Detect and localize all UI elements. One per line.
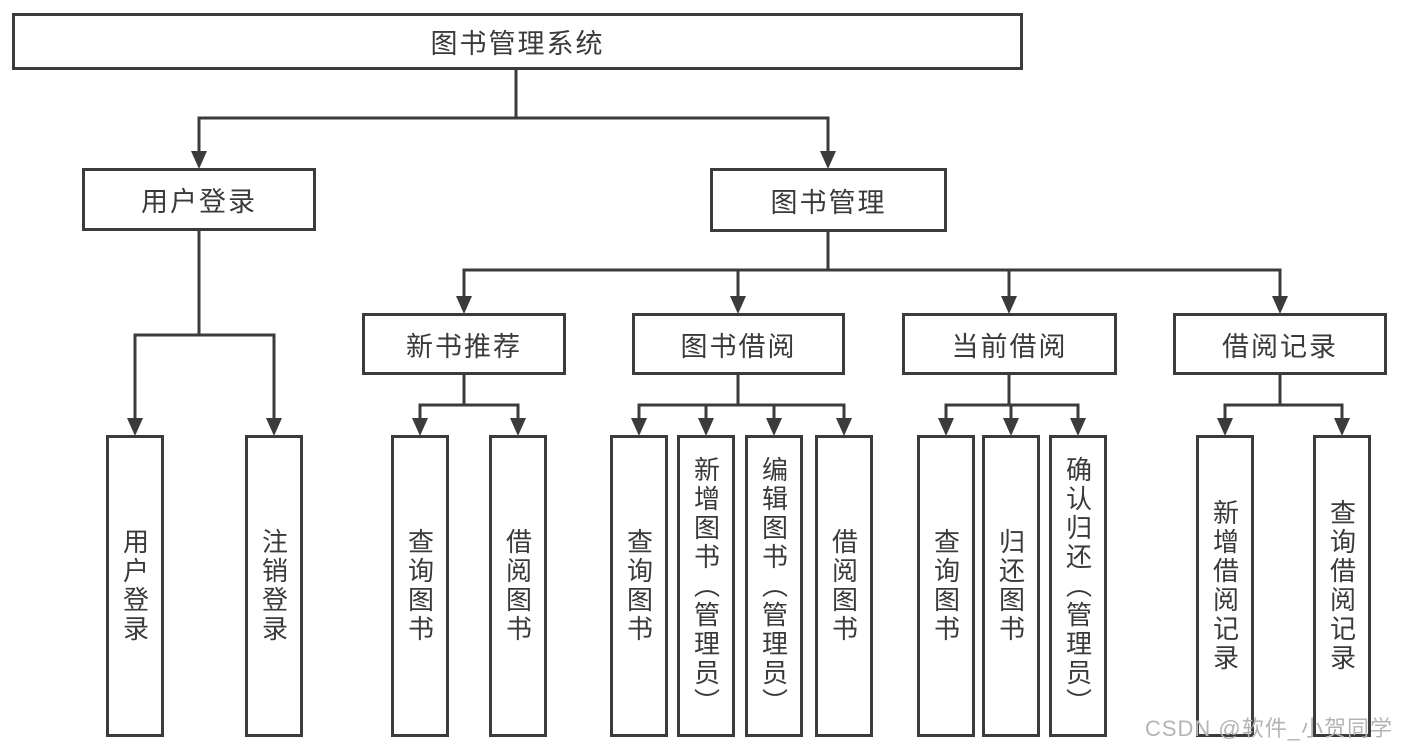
node-borrow-records-label: 借阅记录 <box>1222 331 1338 362</box>
leaf-query-books-3: 查询图书 <box>917 435 975 737</box>
node-book-borrow: 图书借阅 <box>632 313 845 375</box>
leaf-confirm-return-admin: 确认归还（管理员） <box>1049 435 1107 737</box>
node-book-mgmt: 图书管理 <box>710 168 947 232</box>
leaf-logout-label: 注销登录 <box>258 528 289 644</box>
leaf-add-borrow-record: 新增借阅记录 <box>1196 435 1254 737</box>
node-book-mgmt-label: 图书管理 <box>770 187 887 218</box>
leaf-borrow-books-2-label: 借阅图书 <box>828 528 859 644</box>
leaf-return-book-label: 归还图书 <box>995 528 1026 644</box>
node-borrow-records: 借阅记录 <box>1173 313 1387 375</box>
leaf-query-borrow-record: 查询借阅记录 <box>1313 435 1371 737</box>
leaf-user-login-label: 用户登录 <box>119 528 150 644</box>
node-new-book-rec: 新书推荐 <box>362 313 566 375</box>
node-current-borrow: 当前借阅 <box>902 313 1117 375</box>
leaf-borrow-books-1-label: 借阅图书 <box>502 528 533 644</box>
leaf-query-borrow-record-label: 查询借阅记录 <box>1326 499 1357 673</box>
leaf-query-books-3-label: 查询图书 <box>930 528 961 644</box>
leaf-add-book-admin: 新增图书（管理员） <box>677 435 735 737</box>
leaf-add-borrow-record-label: 新增借阅记录 <box>1209 499 1240 673</box>
leaf-query-books-1-label: 查询图书 <box>404 528 435 644</box>
leaf-borrow-books-1: 借阅图书 <box>489 435 547 737</box>
leaf-edit-book-admin-label: 编辑图书（管理员） <box>758 455 789 717</box>
leaf-query-books-2: 查询图书 <box>610 435 668 737</box>
node-user-login-label: 用户登录 <box>141 187 257 217</box>
node-book-borrow-label: 图书借阅 <box>680 331 797 362</box>
leaf-add-book-admin-label: 新增图书（管理员） <box>690 455 721 717</box>
leaf-confirm-return-admin-label: 确认归还（管理员） <box>1062 455 1093 717</box>
leaf-user-login: 用户登录 <box>106 435 164 737</box>
node-user-login: 用户登录 <box>82 168 316 231</box>
leaf-query-books-1: 查询图书 <box>391 435 449 737</box>
leaf-edit-book-admin: 编辑图书（管理员） <box>745 435 803 737</box>
node-root-label: 图书管理系统 <box>430 29 605 59</box>
node-root: 图书管理系统 <box>12 13 1023 70</box>
node-new-book-rec-label: 新书推荐 <box>406 331 522 362</box>
node-current-borrow-label: 当前借阅 <box>951 331 1068 362</box>
leaf-query-books-2-label: 查询图书 <box>623 528 654 644</box>
leaf-return-book: 归还图书 <box>982 435 1040 737</box>
leaf-logout: 注销登录 <box>245 435 303 737</box>
leaf-borrow-books-2: 借阅图书 <box>815 435 873 737</box>
